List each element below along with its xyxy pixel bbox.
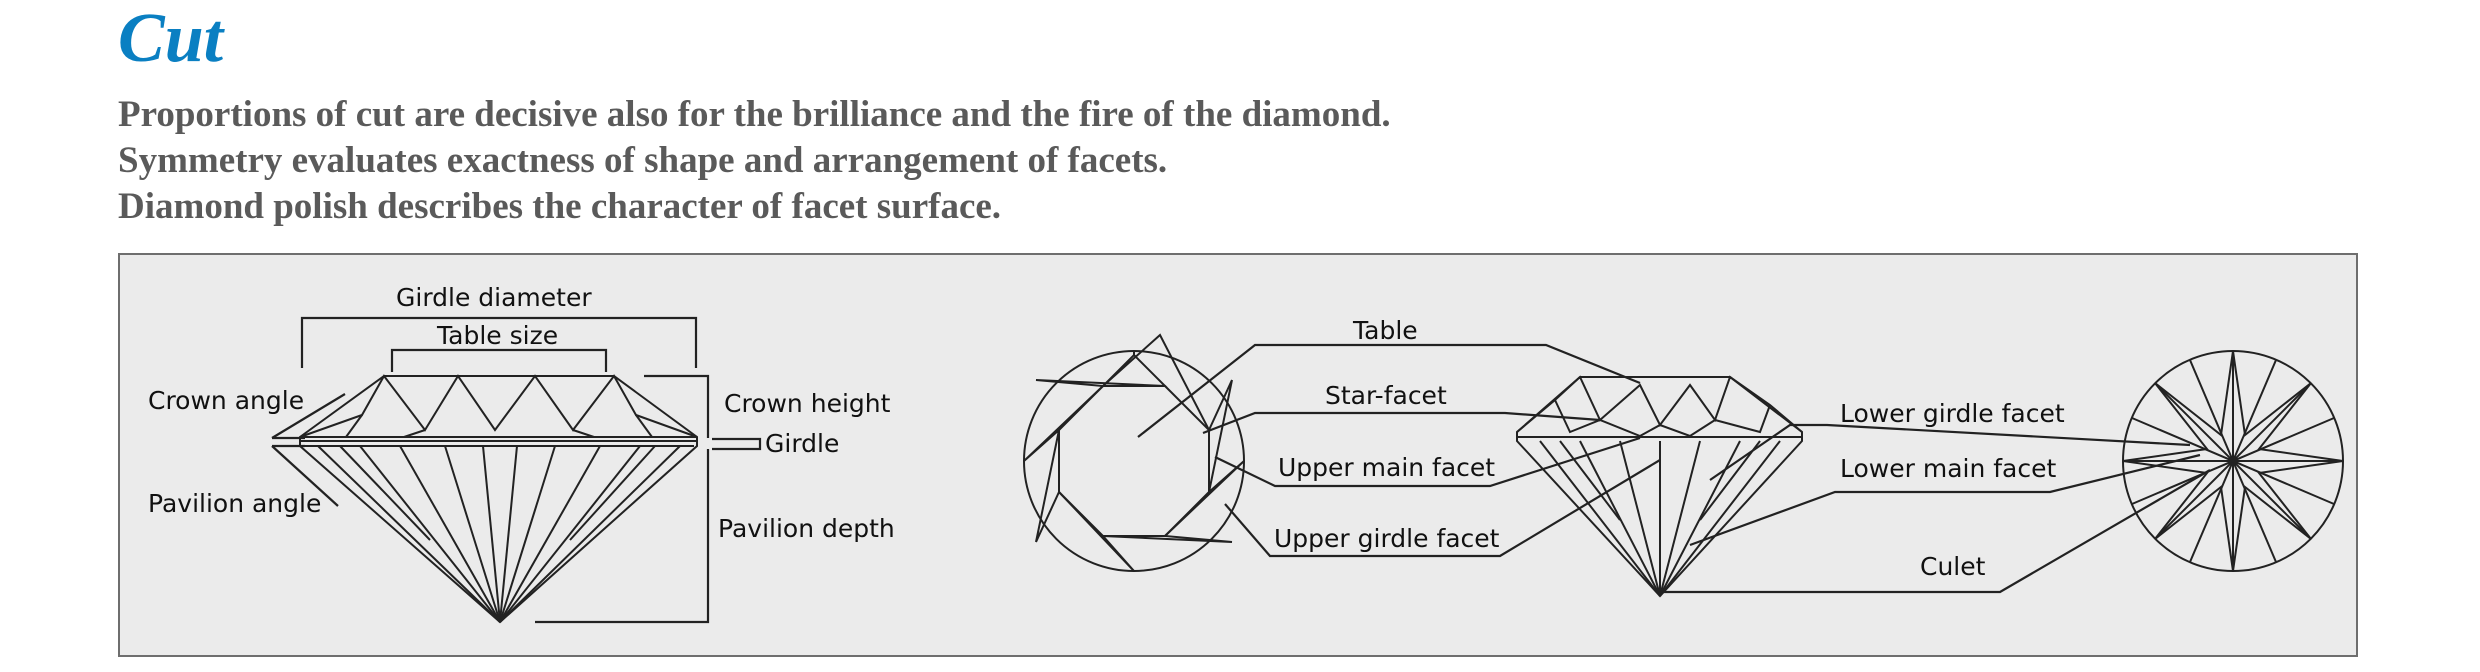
diamond-bottom-view: [2122, 350, 2344, 572]
label-culet: Culet: [1920, 552, 1986, 581]
diagram-panel: [118, 253, 2358, 657]
diamond-top-view: [1023, 333, 1245, 572]
label-lower-main-facet: Lower main facet: [1840, 454, 2056, 483]
profile-dimension-lines: [271, 316, 762, 624]
page-title: Cut: [118, 0, 224, 77]
profile-labels: Girdle diameter Table size Crown angle P…: [148, 283, 895, 543]
label-girdle: Girdle: [765, 429, 839, 458]
facet-leader-lines: [1137, 343, 2211, 594]
label-upper-girdle-facet: Upper girdle facet: [1274, 524, 1500, 553]
label-table: Table: [1352, 316, 1418, 345]
diamond-profile: [299, 374, 698, 624]
label-table-size: Table size: [436, 321, 558, 350]
description-line-2: Symmetry evaluates exactness of shape an…: [118, 140, 1168, 181]
diamond-angled-view: [1516, 375, 1803, 598]
description-line-1: Proportions of cut are decisive also for…: [118, 94, 1391, 135]
label-crown-angle: Crown angle: [148, 386, 304, 415]
label-girdle-diameter: Girdle diameter: [396, 283, 592, 312]
label-pavilion-depth: Pavilion depth: [718, 514, 895, 543]
description: Proportions of cut are decisive also for…: [118, 92, 1391, 230]
label-star-facet: Star-facet: [1325, 381, 1447, 410]
label-lower-girdle-facet: Lower girdle facet: [1840, 399, 2065, 428]
label-upper-main-facet: Upper main facet: [1278, 453, 1495, 482]
label-crown-height: Crown height: [724, 389, 891, 418]
label-pavilion-angle: Pavilion angle: [148, 489, 321, 518]
facet-labels: Table Star-facet Upper main facet Upper …: [1274, 316, 2065, 581]
description-line-3: Diamond polish describes the character o…: [118, 186, 1002, 227]
